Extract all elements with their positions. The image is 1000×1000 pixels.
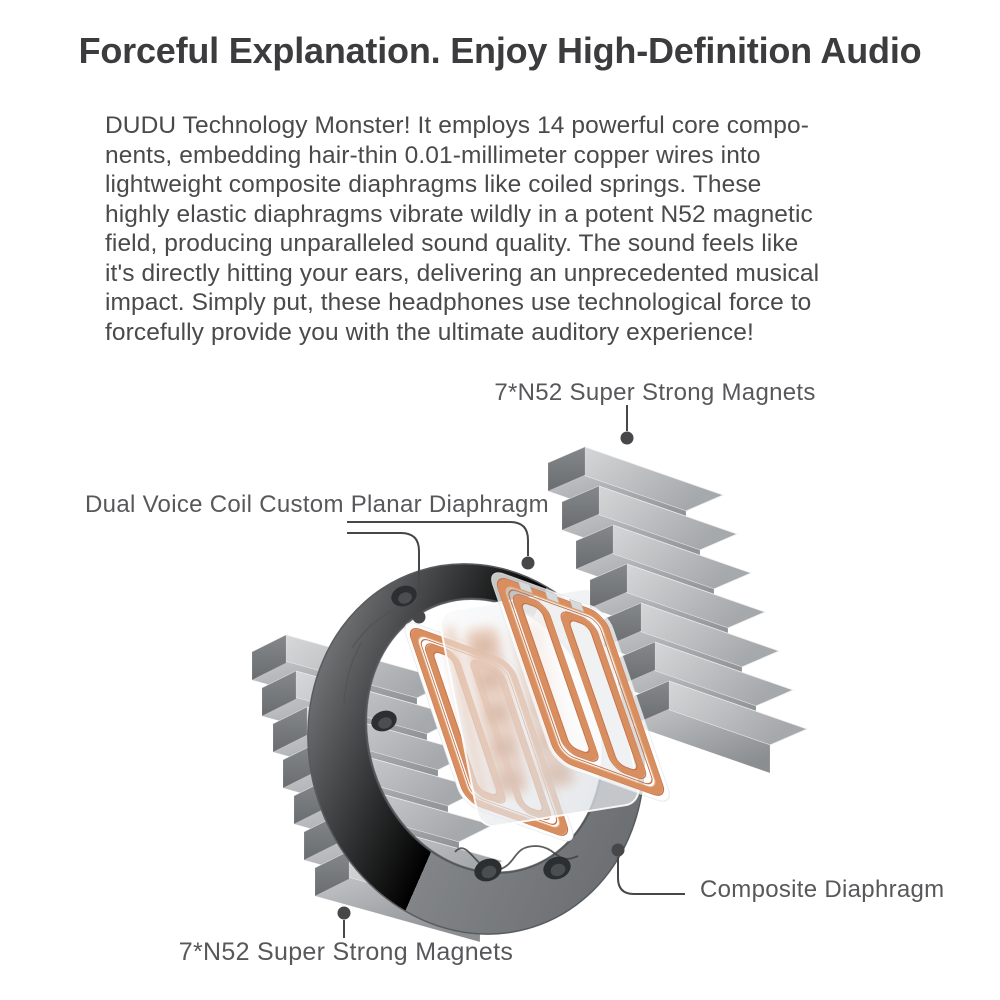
callout-dot-composite <box>611 843 625 857</box>
callout-dot-planar-lower <box>412 610 426 624</box>
callout-line-planar-upper <box>347 521 529 556</box>
label-planar-diaphragm: Dual Voice Coil Custom Planar Diaphragm <box>85 491 549 518</box>
callout-labels: 7*N52 Super Strong Magnets Dual Voice Co… <box>85 379 944 966</box>
label-bottom-magnets: 7*N52 Super Strong Magnets <box>179 938 513 966</box>
description-line: forcefully provide you with the ultimate… <box>105 318 754 346</box>
frame-detail-line <box>343 641 363 707</box>
label-top-magnets: 7*N52 Super Strong Magnets <box>494 379 815 406</box>
frame-detail-wave <box>454 845 579 872</box>
screw-holes <box>371 585 571 882</box>
description-line: highly elastic diaphragms vibrate wildly… <box>105 200 813 228</box>
coil-tab <box>544 589 560 604</box>
back-voice-coil <box>487 568 674 807</box>
coil-tab <box>517 580 533 594</box>
description-line: it's directly hitting your ears, deliver… <box>105 259 820 287</box>
label-composite-diaphragm: Composite Diaphragm <box>700 876 944 903</box>
callout-line-planar-lower <box>347 532 420 610</box>
description-line: impact. Simply put, these headphones use… <box>105 289 812 316</box>
callout-dot-bottom-magnets <box>337 906 351 920</box>
callout-dot-planar-upper <box>521 556 535 570</box>
page-title: Forceful Explanation. Enjoy High-Definit… <box>78 30 922 71</box>
callouts <box>337 405 685 938</box>
description-line: nents, embedding hair-thin 0.01-millimet… <box>105 141 761 169</box>
callout-line-composite <box>617 857 685 895</box>
product-description: DUDU Technology Monster! It employs 14 p… <box>105 111 935 347</box>
description-line: field, producing unparalleled sound qual… <box>105 230 799 257</box>
coil-tab <box>569 598 585 613</box>
description-line: DUDU Technology Monster! It employs 14 p… <box>105 112 809 139</box>
description-line: lightweight composite diaphragms like co… <box>105 171 762 198</box>
coil-substrate <box>491 572 670 802</box>
callout-dot-top-magnets <box>620 431 634 445</box>
